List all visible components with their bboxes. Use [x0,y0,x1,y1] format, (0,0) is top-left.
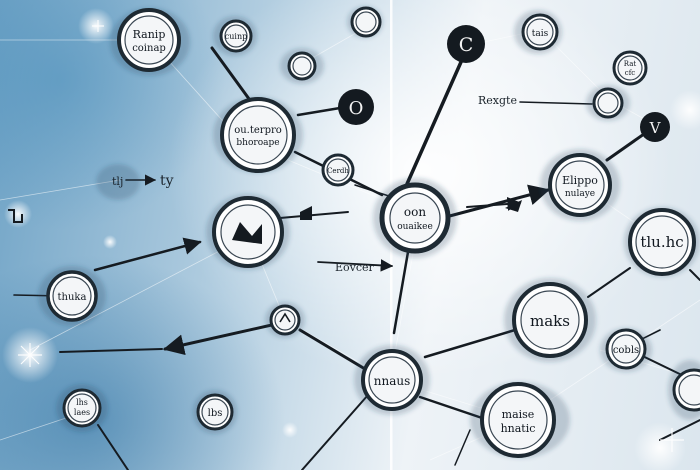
node-mid-left-line1: ou.terpro [234,125,282,136]
node-small-mid: Cerdh [321,153,355,187]
dark-node-mid [338,89,374,125]
node-center-line2: ouaikee [397,222,433,232]
flag-icon [300,206,312,220]
node-center-line1: oon [404,205,426,219]
node-left-flag [212,196,284,268]
node-bottom-left-small-label: lbs [208,408,223,419]
label-eovcer: Eovcer [335,261,375,274]
node-tiny-top-label: cuinp [225,32,247,41]
node-small-left-line1: lhs [76,398,88,407]
node-upper-mid [287,51,317,81]
node-upper-right-line2: cfc [625,69,636,77]
node-bottom-right: maise hnatic [480,382,556,458]
node-right-mid: Elippo nulaye [548,153,612,217]
dark-nodes: C O V [338,25,670,142]
node-bottom-center-label: nnaus [374,374,411,388]
node-small-left: lhs laes [62,388,102,428]
node-top-right-small: tais [521,13,559,51]
dark-node-top [447,25,485,63]
node-bottom-right-line2: hnatic [501,422,536,435]
node-edge-right [672,368,700,412]
ringed-nodes: Ranip coinap ou.terpro bhoroape oon ouai… [46,6,700,458]
dark-node-right-glyph: V [649,119,662,137]
node-upper-center-right [592,87,624,119]
dark-node-right [640,112,670,142]
node-top-left: Ranip coinap [117,8,181,72]
dark-node-mid-glyph: O [349,98,364,119]
node-right-lower-label: maks [530,312,570,330]
node-far-right: tlu.hc [628,208,696,276]
label-tlj: tlj [112,175,123,188]
label-ty: ty [160,173,174,189]
node-far-right-label: tlu.hc [640,233,683,251]
node-bottom-right-line1: maise [502,408,535,421]
sparkles [18,20,684,452]
node-lower-left: thuka [46,270,98,322]
node-mid-left: ou.terpro bhoroape [220,97,296,173]
node-top-center [350,6,382,38]
node-right-mid-line1: Elippo [562,174,598,187]
node-bottom-center: nnaus [361,349,423,411]
node-top-right-small-label: tais [532,29,549,39]
dark-node-top-glyph: C [459,34,474,56]
node-top-left-line2: coinap [132,43,166,54]
node-cobls: cobls [605,328,647,370]
node-small-mid-label: Cerdh [327,167,349,175]
free-labels: Rexgte Eovcer ty tlj [8,94,522,274]
node-lower-left-label: thuka [58,292,87,303]
small-marker-icon [8,209,23,223]
node-top-left-line1: Ranip [133,28,166,41]
node-right-mid-line2: nulaye [565,189,595,199]
label-rexgte: Rexgte [478,94,517,107]
node-small-left-line2: laes [74,408,90,417]
node-upper-right: Rat cfc [612,50,648,86]
node-mid-left-line2: bhoroape [236,138,279,148]
node-upper-right-line1: Rat [624,60,637,68]
node-right-lower: maks [512,282,588,358]
node-cobls-label: cobls [613,345,639,356]
node-dot-mid [269,304,301,336]
arrow-head-icon [505,200,522,212]
node-tiny-top: cuinp [219,19,253,53]
glow-spots [2,8,700,470]
node-bottom-left-small: lbs [196,393,234,431]
node-center: oon ouaikee [379,182,451,254]
